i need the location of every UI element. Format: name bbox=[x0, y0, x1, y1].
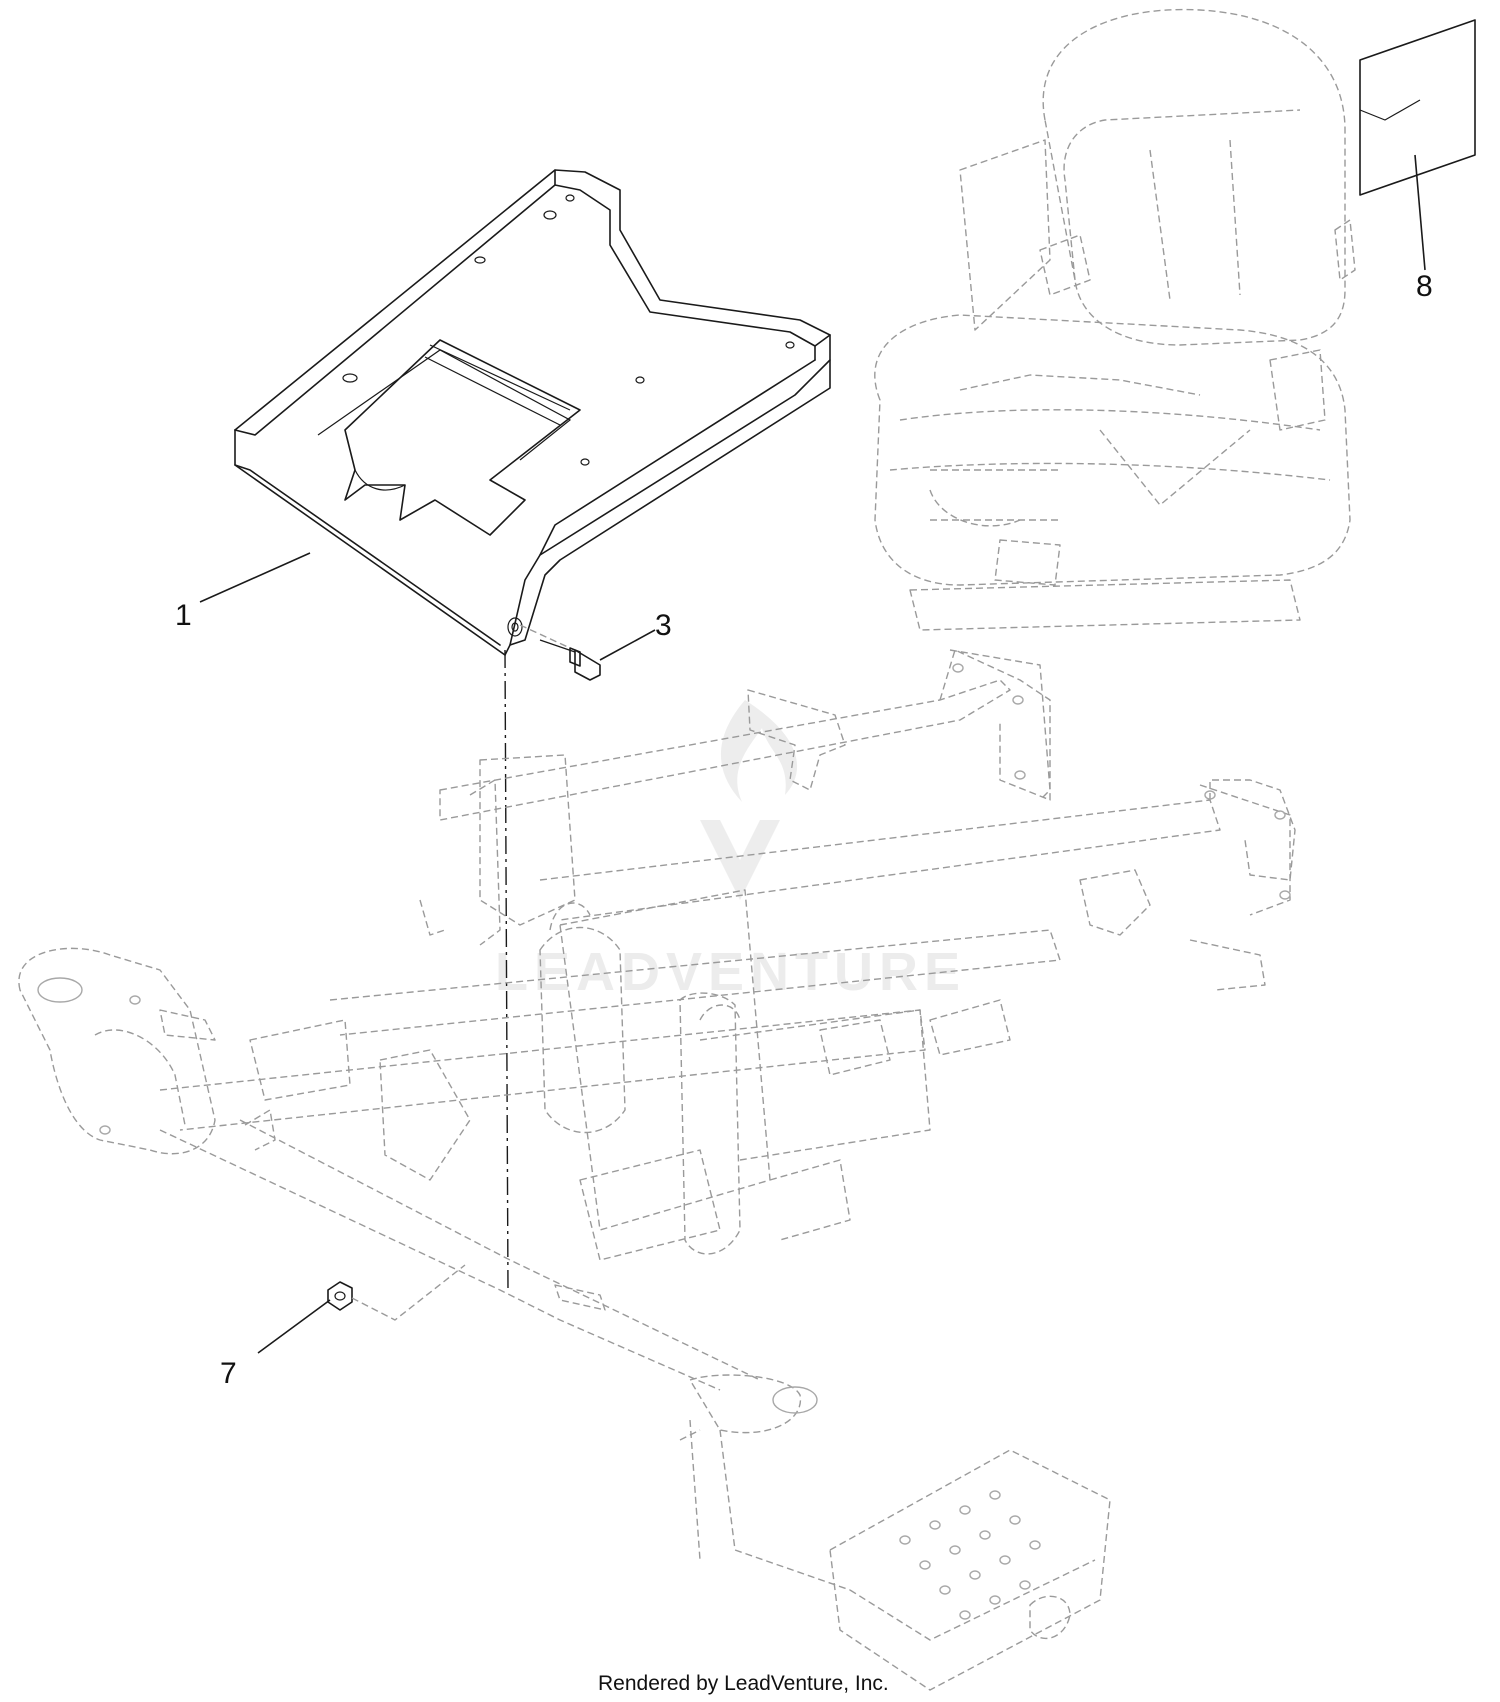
bolt-axis-line bbox=[504, 649, 509, 1291]
footer-credit: Rendered by LeadVenture, Inc. bbox=[598, 1672, 889, 1695]
callout-7: 7 bbox=[220, 1357, 237, 1390]
callout-1: 1 bbox=[175, 599, 192, 632]
leader-line-3 bbox=[599, 629, 656, 661]
callout-8: 8 bbox=[1416, 270, 1433, 303]
leader-line-7 bbox=[257, 1299, 331, 1354]
seat-assembly bbox=[874, 8, 1356, 631]
leader-line-1 bbox=[199, 552, 311, 603]
callout-3: 3 bbox=[655, 609, 672, 642]
leader-line-8 bbox=[1414, 154, 1426, 271]
flame-logo-icon bbox=[700, 700, 798, 900]
frame-assembly bbox=[18, 649, 1296, 1691]
seat-mount-plate-part-1 bbox=[234, 169, 831, 656]
leadventure-watermark: LEADVENTURE bbox=[495, 700, 966, 1002]
nut-part-7 bbox=[327, 1264, 466, 1321]
decal-part-8 bbox=[1359, 19, 1476, 196]
watermark-text: LEADVENTURE bbox=[495, 942, 966, 1002]
bolt-part-3 bbox=[519, 624, 601, 681]
